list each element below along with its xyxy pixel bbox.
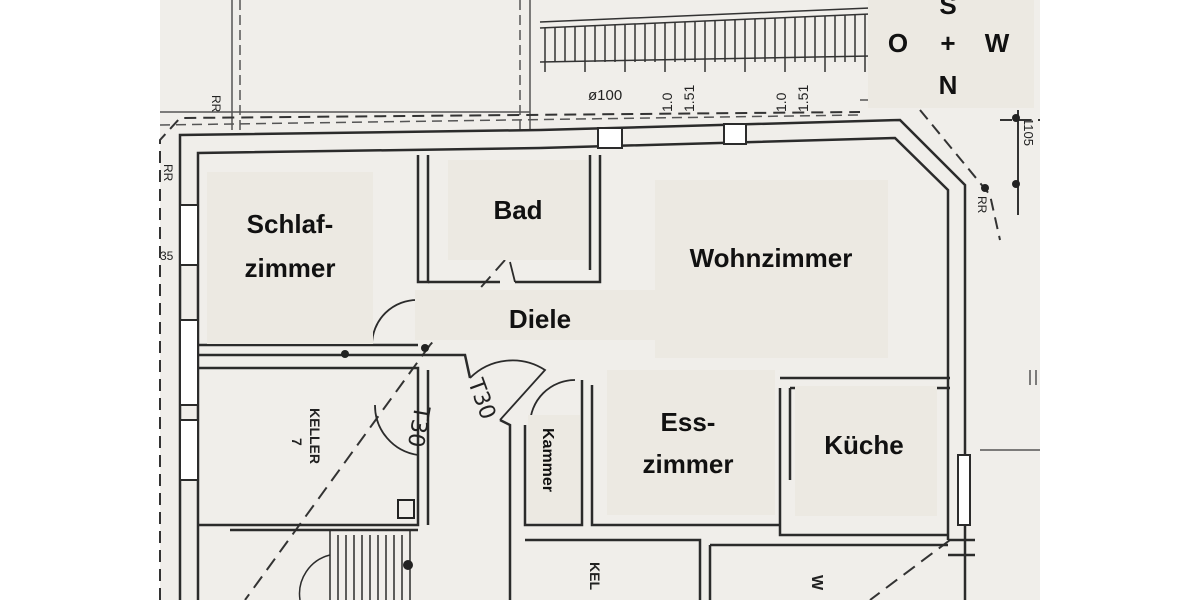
dimension-label: 1.0 [773, 92, 789, 112]
dimension-label: 1.51 [681, 85, 697, 112]
room-label-schlafzimmer: zimmer [244, 253, 335, 283]
terrace-rail [539, 7, 871, 72]
dimension-label: 1.0 [659, 92, 675, 112]
rainpipe-label: RR [161, 164, 175, 182]
keller-label: KELLER [307, 408, 323, 464]
room-label-boxes [207, 0, 1034, 523]
compass-south: S [939, 0, 956, 20]
room-label-diele: Diele [509, 304, 571, 334]
room-label-esszimmer: Ess- [661, 407, 716, 437]
room-label-kammer: Kammer [539, 428, 556, 492]
staircase [298, 530, 411, 600]
edge-dimension-label: 35 [160, 249, 174, 263]
room-label-schlafzimmer: Schlaf- [247, 209, 334, 239]
wall-dot [1012, 180, 1020, 188]
room-label-esszimmer: zimmer [642, 449, 733, 479]
wall-dot [1012, 114, 1020, 122]
rainpipe-label: RR [209, 95, 223, 113]
room-label-partial: W [808, 575, 825, 591]
room-label-wohnzimmer: Wohnzimmer [690, 243, 853, 273]
right-edge-marks [980, 370, 1040, 451]
room-label-bad: Bad [493, 195, 542, 225]
stair-post [403, 560, 413, 570]
wall-dot [341, 350, 349, 358]
keller-number: 7 [289, 438, 305, 446]
compass-center: + [940, 28, 955, 58]
dimension-label: 1.51 [795, 85, 811, 112]
interior-walls [198, 155, 950, 600]
room-label-kueche: Küche [824, 430, 903, 460]
meter-box [397, 499, 415, 519]
compass-west: W [985, 28, 1010, 58]
wall-dot [981, 184, 989, 192]
window-marks [179, 123, 971, 526]
pipe-diameter-label: ø100 [588, 87, 622, 104]
keller-label-partial: KEL [587, 562, 603, 590]
site-boundary-dashes [159, 109, 1040, 600]
compass-east: O [888, 28, 908, 58]
rainpipe-label: RR [975, 196, 989, 214]
edge-dimension-label: 1105 [1021, 118, 1036, 146]
compass-north: N [939, 70, 958, 100]
wall-dot [421, 344, 429, 352]
